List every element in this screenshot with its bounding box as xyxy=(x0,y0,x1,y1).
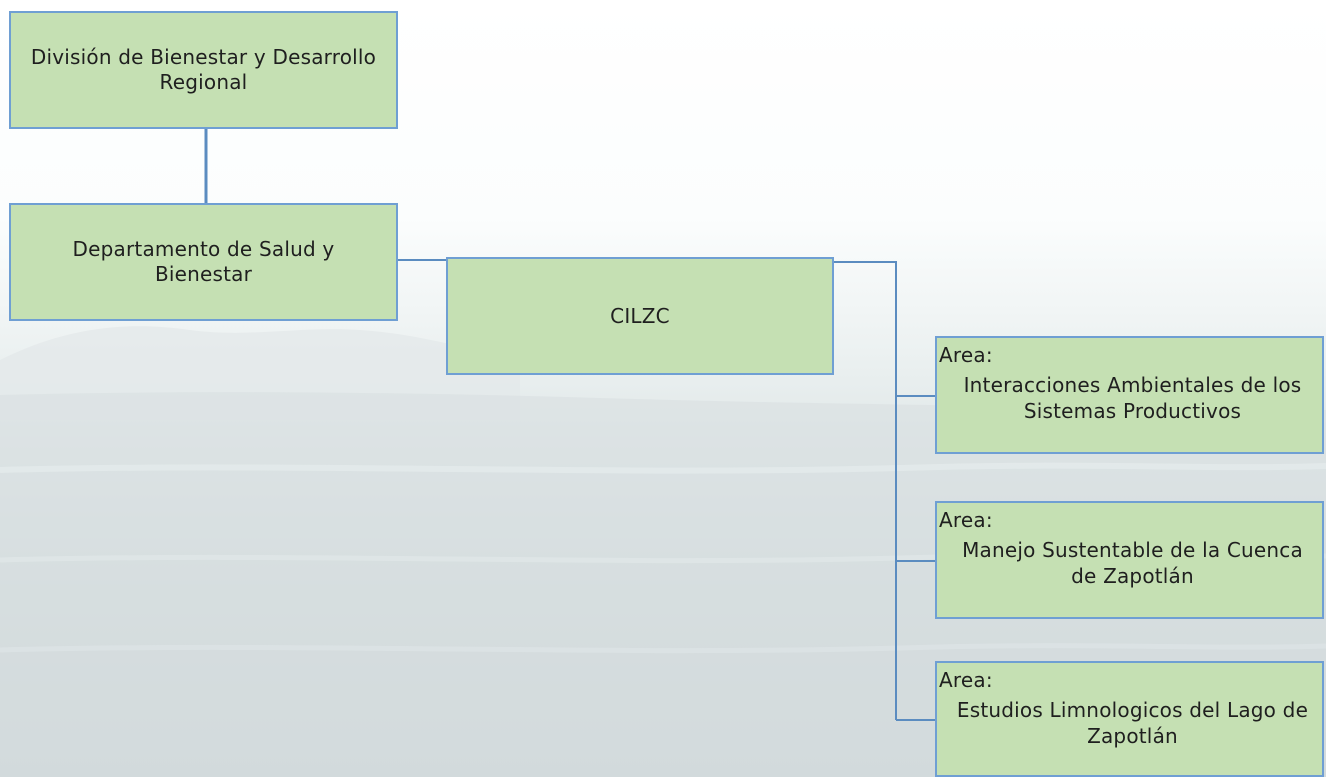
node-division-label: División de Bienestar y Desarrollo Regio… xyxy=(30,45,377,94)
node-center-label: CILZC xyxy=(610,303,670,328)
node-area-3-name: Estudios Limnologicos del Lago de Zapotl… xyxy=(956,698,1309,748)
node-area-1-prefix: Area: xyxy=(939,343,993,367)
node-area-1-name: Interacciones Ambientales de los Sistema… xyxy=(963,373,1302,423)
node-center: CILZC xyxy=(446,257,834,375)
node-area-1: Area: Interacciones Ambientales de los S… xyxy=(935,336,1324,454)
node-area-2-prefix: Area: xyxy=(939,508,993,532)
node-area-3: Area: Estudios Limnologicos del Lago de … xyxy=(935,661,1324,777)
node-division: División de Bienestar y Desarrollo Regio… xyxy=(9,11,398,129)
node-area-3-prefix: Area: xyxy=(939,668,993,692)
node-area-2-name: Manejo Sustentable de la Cuenca de Zapot… xyxy=(962,538,1303,588)
connector-center-areas xyxy=(833,261,897,720)
node-department-label: Departamento de Salud y Bienestar xyxy=(72,237,335,286)
node-area-2: Area: Manejo Sustentable de la Cuenca de… xyxy=(935,501,1324,619)
node-department: Departamento de Salud y Bienestar xyxy=(9,203,398,321)
